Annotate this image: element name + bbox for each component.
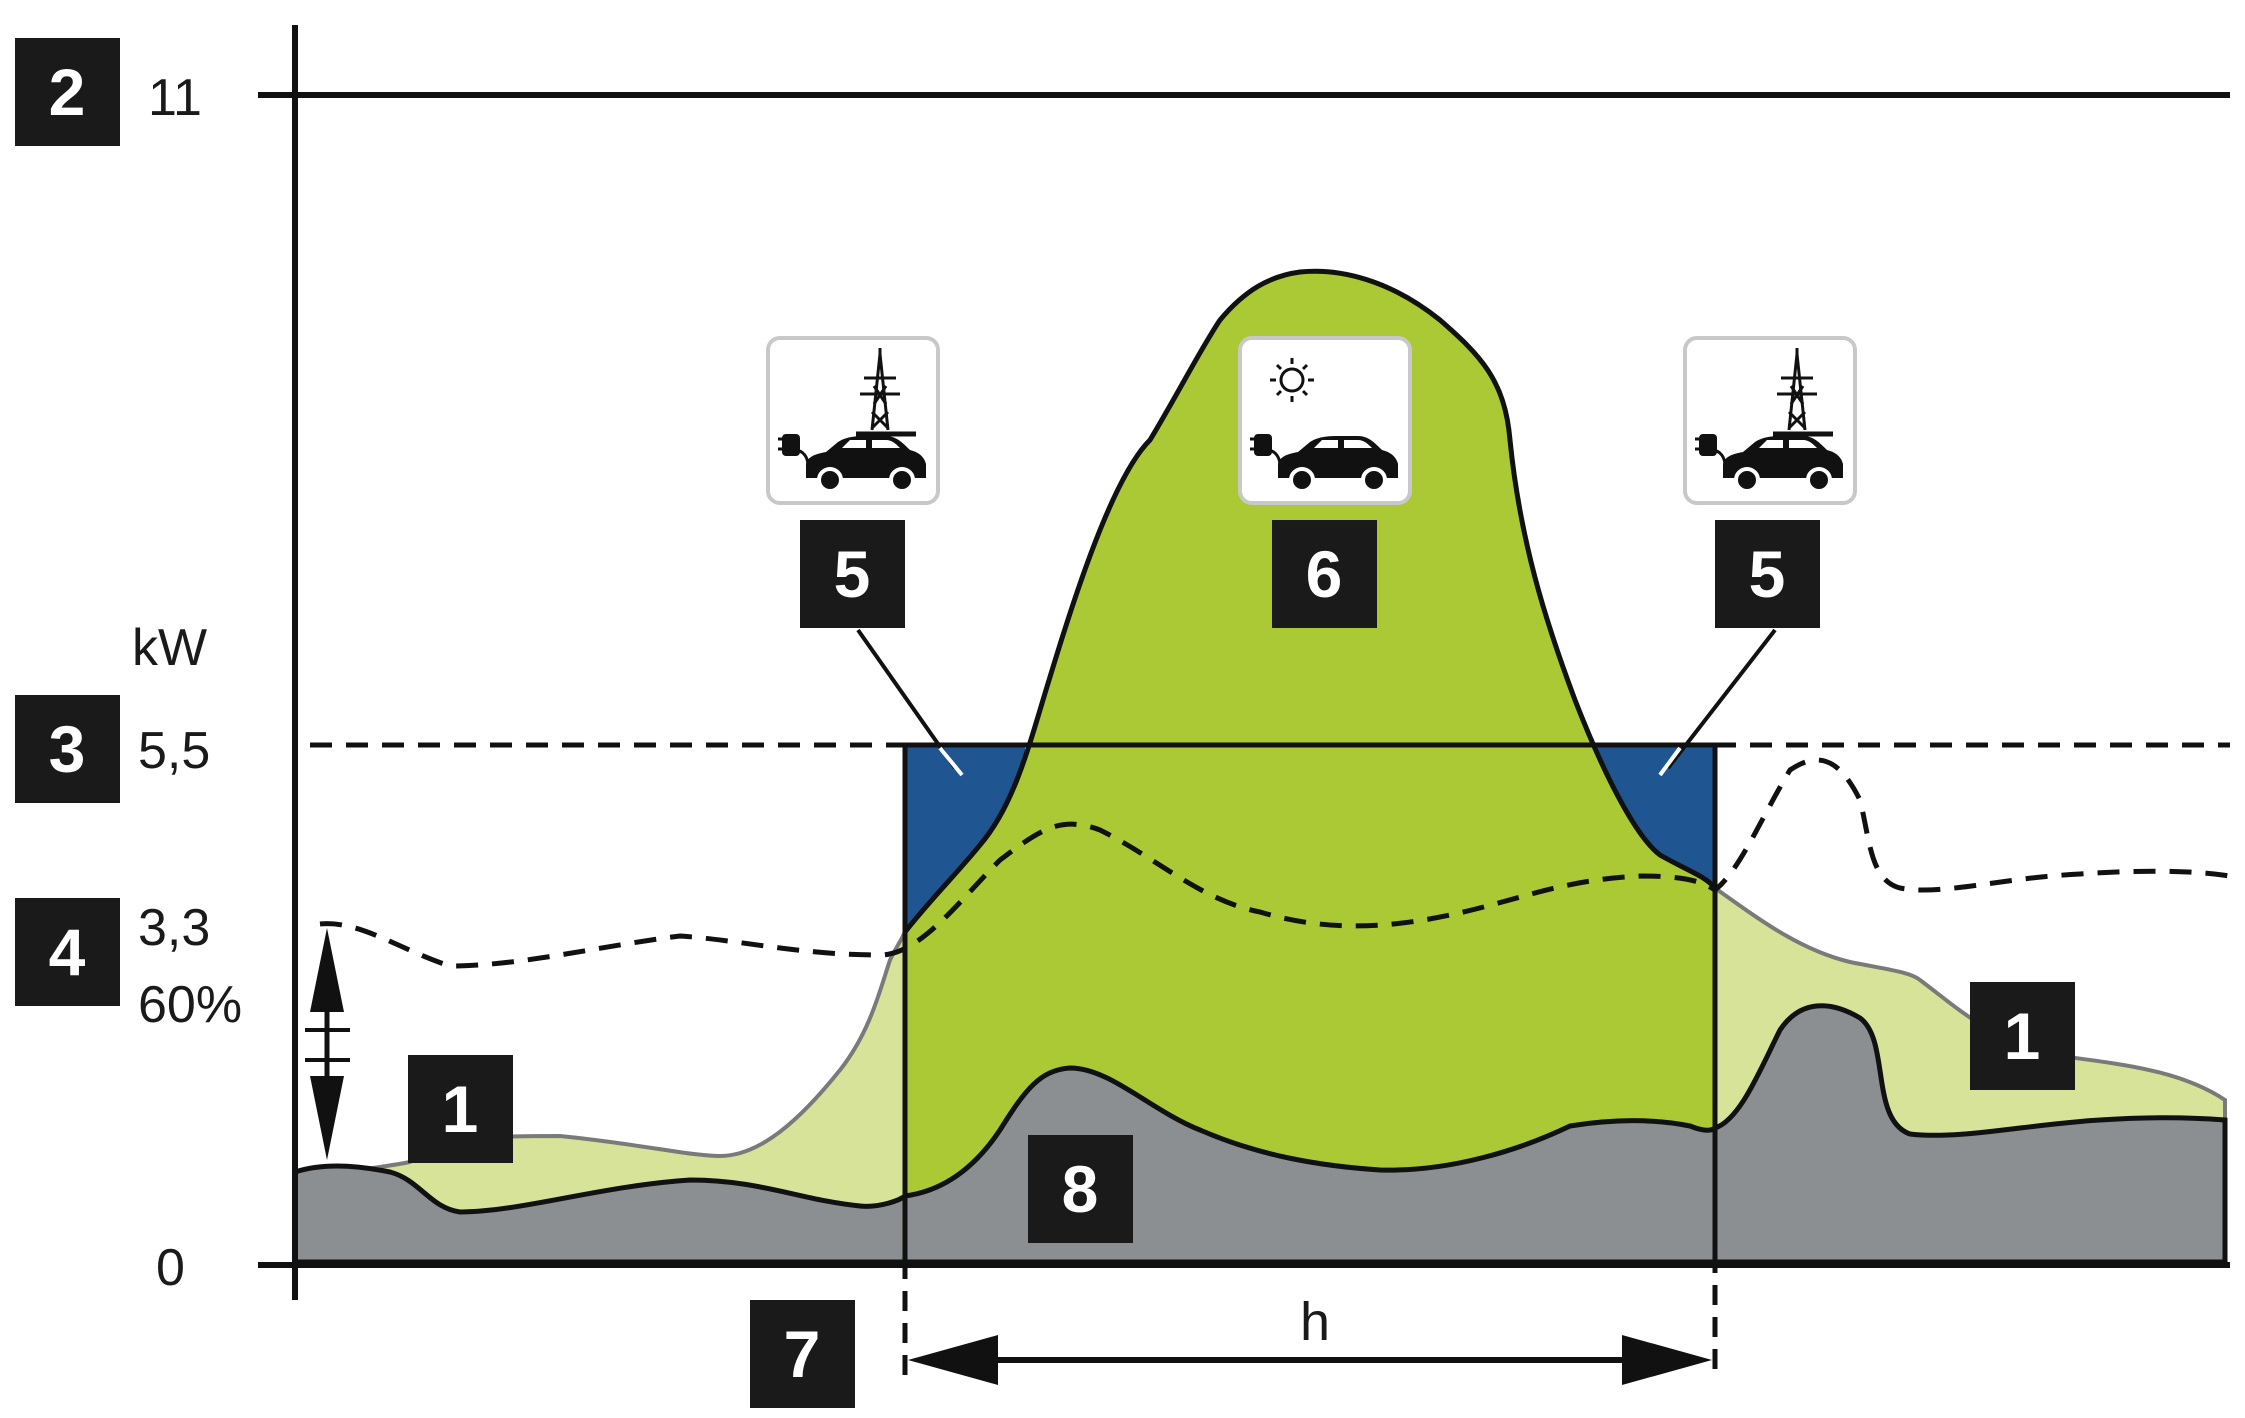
charge-duration-arrow — [908, 1335, 1712, 1385]
axis-tick-3-3: 3,3 — [138, 899, 210, 957]
callout-5-right-leader — [1666, 628, 1777, 770]
battery-soc-dashed-curve — [319, 757, 2231, 969]
badge-7: 7 — [750, 1300, 855, 1408]
axis-unit-kw: kW — [132, 619, 207, 677]
sun-car-charging-icon — [1238, 336, 1412, 505]
axis-tick-5-5: 5,5 — [138, 722, 210, 780]
svg-text:6: 6 — [1306, 537, 1343, 611]
badge-1-left: 1 — [408, 1055, 513, 1163]
badge-3: 3 — [15, 695, 120, 803]
svg-text:1: 1 — [2004, 999, 2041, 1073]
callout-5-left-leader — [856, 628, 957, 770]
svg-text:7: 7 — [784, 1317, 821, 1391]
badge-4: 4 — [15, 898, 120, 1006]
svg-text:3: 3 — [49, 712, 86, 786]
badge-2: 2 — [15, 38, 120, 146]
svg-text:4: 4 — [49, 915, 86, 989]
axis-tick-0: 0 — [156, 1239, 185, 1297]
time-unit-label: h — [1300, 1292, 1330, 1352]
grid-pylon-car-charging-icon — [1683, 336, 1857, 505]
badge-1-right: 1 — [1970, 982, 2075, 1090]
badge-5-left: 5 — [800, 520, 905, 628]
svg-text:5: 5 — [834, 537, 871, 611]
svg-text:8: 8 — [1062, 1152, 1099, 1226]
svg-text:5: 5 — [1749, 537, 1786, 611]
badge-5-right: 5 — [1715, 520, 1820, 628]
svg-text:1: 1 — [442, 1072, 479, 1146]
badge-8: 8 — [1028, 1135, 1133, 1243]
badge-6: 6 — [1272, 520, 1377, 628]
axis-tick-11: 11 — [148, 69, 202, 127]
reserve-range-arrow — [305, 928, 350, 1160]
axis-tick-60pct: 60% — [138, 976, 242, 1034]
grid-pylon-car-charging-icon — [766, 336, 940, 505]
svg-text:2: 2 — [49, 55, 86, 129]
house-consumption-area — [292, 1003, 2228, 1265]
